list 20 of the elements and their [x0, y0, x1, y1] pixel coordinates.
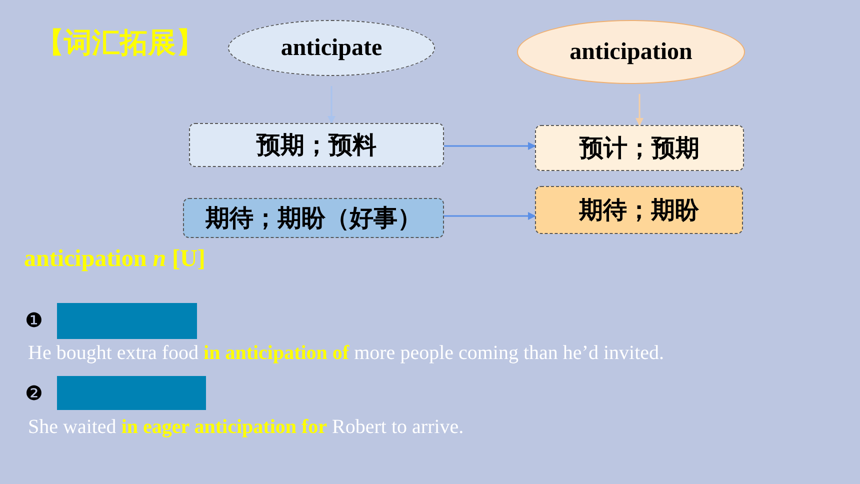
- meaning-text: 期待；期盼（好事）: [206, 203, 422, 234]
- example-sentence: He bought extra food in anticipation of more people coming than he’d invited.: [28, 342, 664, 365]
- meaning-text: 预计；预期: [580, 133, 700, 164]
- meaning-box: [189, 123, 444, 167]
- meaning-box: [183, 198, 444, 238]
- heading: 【词汇拓展】: [36, 25, 204, 61]
- arrow: [444, 142, 536, 150]
- arrow: [328, 86, 336, 124]
- circled-number: ❷: [25, 381, 43, 405]
- circled-number: ❶: [25, 308, 43, 332]
- word-text: anticipate: [280, 34, 382, 62]
- meaning-text: 期待；期盼: [579, 195, 699, 226]
- meaning-box: [535, 125, 744, 171]
- example-sentence: She waited in eager anticipation for Robert to arrive.: [28, 416, 464, 439]
- headword: anticipation n [U]: [24, 246, 206, 273]
- arrow: [444, 212, 536, 220]
- meaning-box: [535, 186, 743, 234]
- word-text: anticipation: [570, 38, 692, 66]
- meaning-text: 预期；预料: [256, 130, 376, 161]
- arrow: [636, 94, 644, 126]
